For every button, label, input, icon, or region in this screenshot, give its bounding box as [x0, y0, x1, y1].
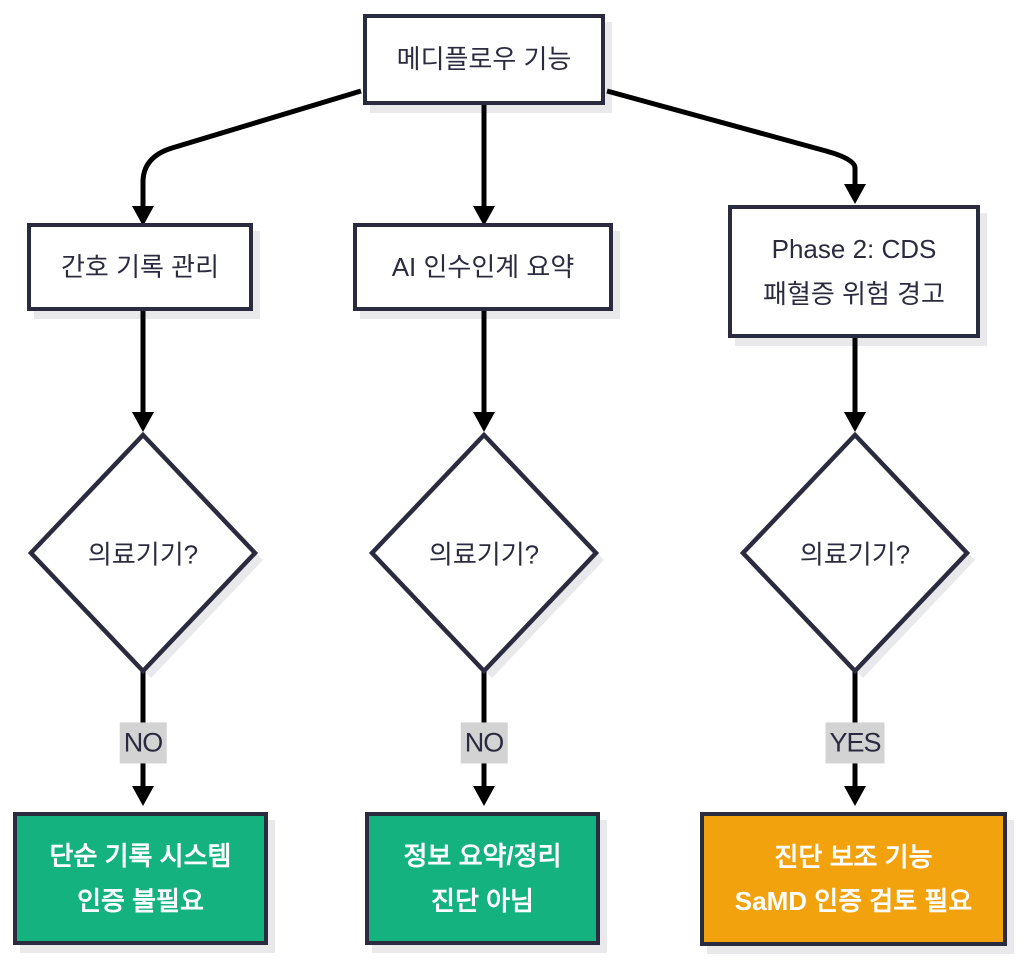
decision-text: 의료기기?: [799, 539, 911, 570]
arrowhead-outcome-3: [844, 786, 866, 806]
decision-label-2: 의료기기?: [429, 535, 539, 572]
arrowhead-decision-2: [473, 412, 495, 432]
edge-label-no-1: NO: [119, 722, 167, 764]
outcome-label-line1: 정보 요약/정리: [403, 841, 562, 872]
edge-label-text: YES: [829, 727, 881, 758]
arrowhead-feature-3: [844, 184, 866, 204]
feature-node-label: 간호 기록 관리: [61, 251, 219, 282]
edge-root-to-feature-1: [140, 88, 362, 208]
feature-node-nursing-records: 간호 기록 관리: [27, 223, 253, 311]
feature-node-label: AI 인수인계 요약: [391, 251, 575, 282]
arrowhead-outcome-1: [132, 786, 154, 806]
outcome-label-line2: 진단 아님: [431, 885, 534, 916]
feature-node-cds-sepsis: Phase 2: CDS 패혈증 위험 경고: [728, 205, 980, 338]
outcome-label-line1: 단순 기록 시스템: [49, 841, 232, 872]
arrowhead-decision-3: [844, 412, 866, 432]
feature-node-ai-handover: AI 인수인계 요약: [353, 223, 613, 311]
arrowhead-decision-1: [132, 412, 154, 432]
outcome-node-not-diagnosis: 정보 요약/정리 진단 아님: [365, 812, 600, 945]
root-node-label: 메디플로우 기능: [396, 44, 572, 75]
outcome-node-no-certification: 단순 기록 시스템 인증 불필요: [13, 812, 268, 945]
outcome-label-line2: SaMD 인증 검토 필요: [734, 886, 973, 916]
edge-label-text: NO: [123, 727, 163, 758]
arrowhead-feature-2: [473, 206, 495, 226]
edge-label-yes-3: YES: [825, 722, 885, 764]
decision-diamond-1: [27, 431, 259, 675]
arrowhead-feature-1: [132, 206, 154, 226]
feature-node-label-line2: 패혈증 위험 경고: [763, 278, 945, 309]
decision-diamond-3: [739, 431, 971, 675]
decision-diamond-2: [368, 431, 600, 675]
outcome-label-line2: 인증 불필요: [77, 885, 204, 916]
outcome-node-samd-review: 진단 보조 기능 SaMD 인증 검토 필요: [700, 812, 1007, 946]
decision-text: 의료기기?: [87, 539, 199, 570]
arrowhead-outcome-2: [473, 786, 495, 806]
edge-label-no-2: NO: [460, 722, 508, 764]
root-node-mediflow: 메디플로우 기능: [363, 14, 605, 105]
decision-label-1: 의료기기?: [88, 535, 198, 572]
decision-text: 의료기기?: [428, 539, 540, 570]
outcome-label-line1: 진단 보조 기능: [774, 841, 933, 872]
edge-root-to-feature-3: [606, 88, 858, 186]
edge-label-text: NO: [464, 727, 504, 758]
decision-label-3: 의료기기?: [800, 535, 910, 572]
feature-node-label-line1: Phase 2: CDS: [771, 234, 937, 265]
